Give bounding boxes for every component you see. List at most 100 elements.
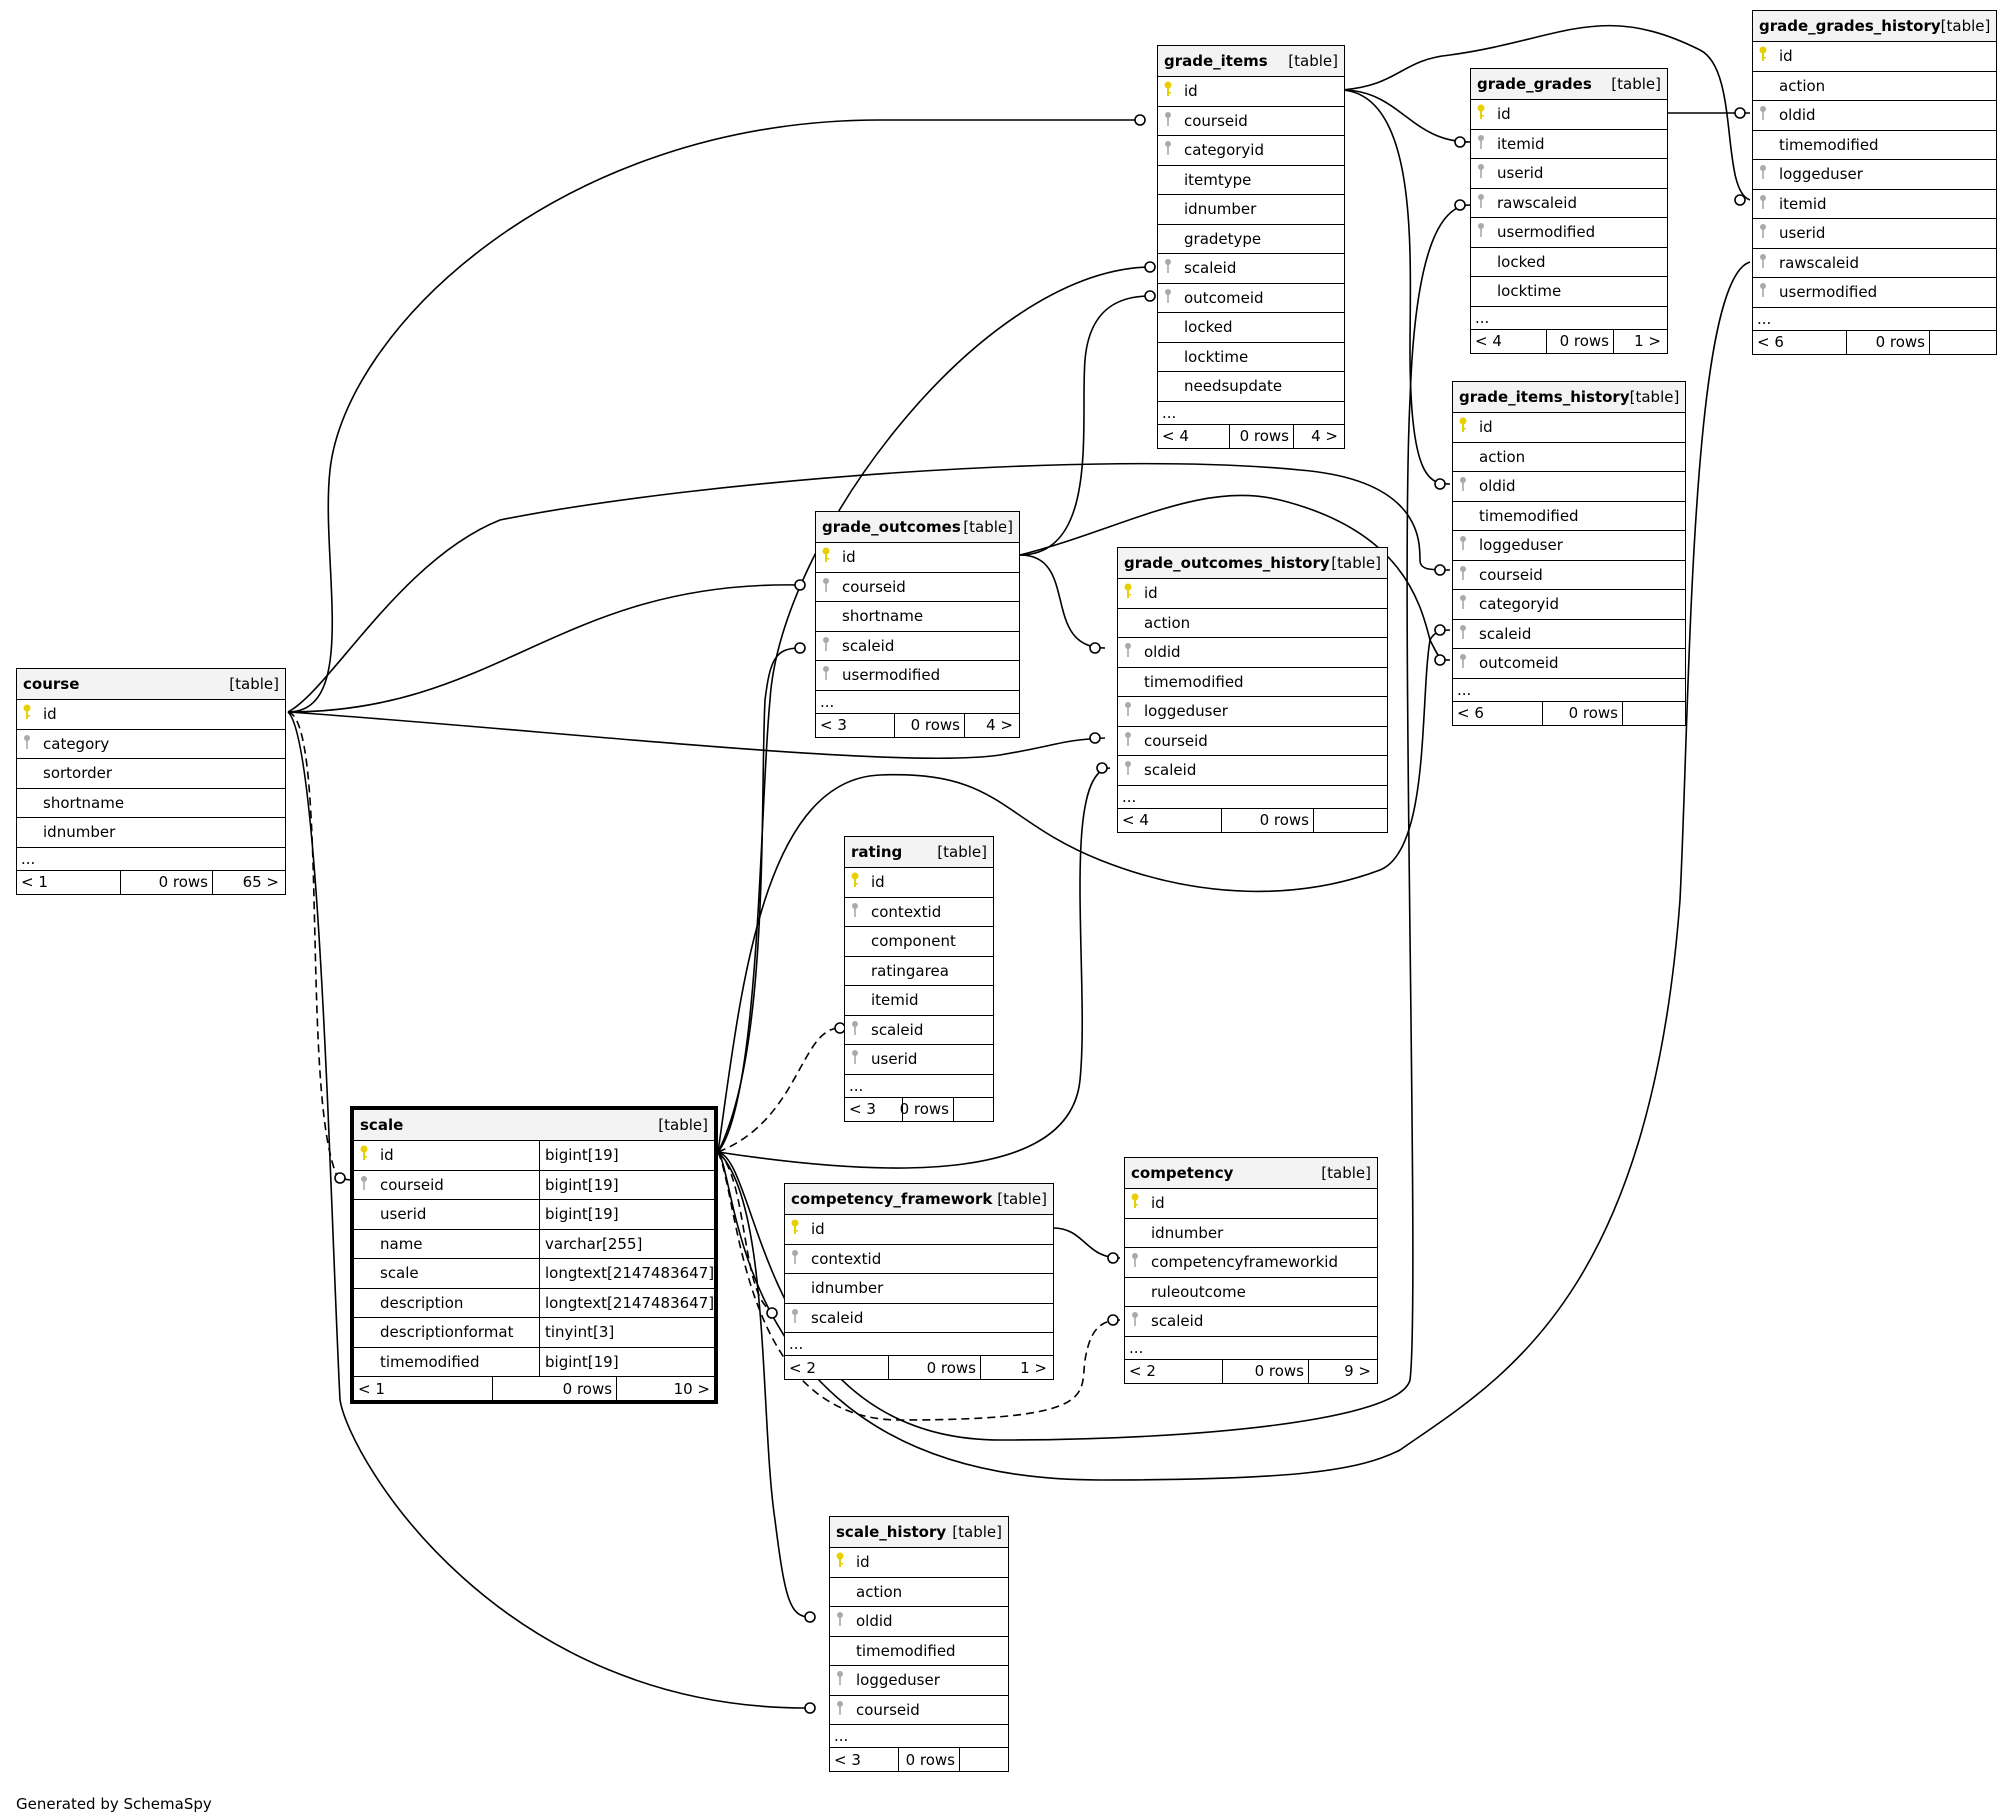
table-header[interactable]: grade_grades_history[table] [1753, 11, 1996, 42]
table-header[interactable]: grade_outcomes[table] [816, 512, 1019, 543]
column-row[interactable]: itemid [1753, 190, 1996, 219]
column-row[interactable]: usermodified [1471, 218, 1667, 248]
column-row[interactable]: usermodified [816, 661, 1019, 691]
column-row[interactable]: ratingarea [845, 957, 993, 986]
footer-children-count[interactable] [1622, 701, 1683, 725]
column-row[interactable]: loggeduser [830, 1666, 1008, 1696]
table-name[interactable]: grade_grades [1477, 75, 1592, 93]
table-name[interactable]: scale_history [836, 1523, 947, 1541]
column-row[interactable]: id [1453, 413, 1685, 443]
more-columns-ellipsis[interactable]: ... [1158, 402, 1344, 425]
footer-parents-count[interactable]: < 3 [834, 1750, 861, 1769]
table-name[interactable]: grade_outcomes_history [1124, 554, 1330, 572]
table-header[interactable]: competency[table] [1125, 1158, 1377, 1189]
more-columns-ellipsis[interactable]: ... [785, 1333, 1053, 1356]
column-row[interactable]: locked [1158, 313, 1344, 343]
column-row[interactable]: loggeduser [1118, 697, 1387, 727]
column-row[interactable]: competencyframeworkid [1125, 1248, 1377, 1278]
column-row[interactable]: idnumber [1158, 195, 1344, 225]
column-row[interactable]: scaleid [1125, 1307, 1377, 1337]
column-row[interactable]: itemid [1471, 130, 1667, 159]
more-columns-ellipsis[interactable]: ... [816, 691, 1019, 714]
column-row[interactable]: categoryid [1453, 590, 1685, 620]
column-row[interactable]: idnumber [17, 818, 285, 848]
column-row[interactable]: id [1471, 100, 1667, 130]
footer-children-count[interactable] [1313, 808, 1385, 832]
column-row[interactable]: timemodified [1753, 131, 1996, 160]
column-row[interactable]: idnumber [785, 1274, 1053, 1304]
column-row[interactable]: id [1118, 579, 1387, 609]
footer-children-count[interactable]: 1 > [1613, 329, 1665, 353]
column-row[interactable]: oldid [830, 1607, 1008, 1637]
column-row[interactable]: id [17, 700, 285, 730]
column-row[interactable]: id [1125, 1189, 1377, 1219]
more-columns-ellipsis[interactable]: ... [1471, 307, 1667, 330]
footer-parents-count[interactable]: < 1 [21, 873, 48, 891]
column-row[interactable]: id [816, 543, 1019, 573]
column-row[interactable]: scaleid [1118, 756, 1387, 786]
column-row[interactable]: scaleid [1158, 254, 1344, 284]
column-row[interactable]: action [1753, 72, 1996, 101]
column-row[interactable]: needsupdate [1158, 372, 1344, 402]
column-row[interactable]: sortorder [17, 759, 285, 789]
column-row[interactable]: loggeduser [1453, 531, 1685, 561]
column-row[interactable]: courseid [1118, 727, 1387, 756]
table-header[interactable]: scale_history[table] [830, 1517, 1008, 1548]
footer-children-count[interactable]: 9 > [1308, 1359, 1375, 1383]
more-columns-ellipsis[interactable]: ... [1125, 1337, 1377, 1360]
column-row[interactable]: userid [1753, 219, 1996, 249]
column-row[interactable]: rawscaleid [1471, 189, 1667, 218]
column-row[interactable]: id [1158, 77, 1344, 107]
more-columns-ellipsis[interactable]: ... [17, 848, 285, 871]
column-row[interactable]: courseid [830, 1696, 1008, 1725]
more-columns-ellipsis[interactable]: ... [830, 1725, 1008, 1748]
footer-parents-count[interactable]: < 2 [1129, 1362, 1156, 1380]
column-row[interactable]: oldid [1118, 638, 1387, 668]
table-name[interactable]: scale [360, 1116, 404, 1134]
footer-children-count[interactable]: 4 > [964, 713, 1017, 737]
column-row[interactable]: id [830, 1548, 1008, 1578]
column-row[interactable]: courseid [1158, 107, 1344, 136]
column-row[interactable]: scaleid [785, 1304, 1053, 1333]
table-header[interactable]: rating[table] [845, 837, 993, 868]
column-row[interactable]: scaleid [845, 1016, 993, 1045]
column-row[interactable]: action [830, 1578, 1008, 1607]
table-header[interactable]: grade_items[table] [1158, 46, 1344, 77]
column-row[interactable]: outcomeid [1158, 284, 1344, 313]
footer-children-count[interactable]: 65 > [212, 870, 283, 894]
column-row[interactable]: userid [1471, 159, 1667, 189]
column-row[interactable]: timemodified [1453, 502, 1685, 531]
column-row[interactable]: oldid [1753, 101, 1996, 131]
footer-parents-count[interactable]: < 2 [789, 1358, 816, 1377]
table-header[interactable]: competency_framework[table] [785, 1184, 1053, 1215]
footer-parents-count[interactable]: < 4 [1162, 427, 1189, 445]
table-name[interactable]: competency [1131, 1164, 1234, 1182]
column-row[interactable]: action [1118, 609, 1387, 638]
column-row[interactable]: component [845, 927, 993, 957]
more-columns-ellipsis[interactable]: ... [1453, 679, 1685, 702]
column-row[interactable]: locked [1471, 248, 1667, 277]
column-row[interactable]: outcomeid [1453, 649, 1685, 679]
column-row[interactable]: scaleid [1453, 620, 1685, 649]
footer-children-count[interactable]: 1 > [980, 1356, 1051, 1379]
column-row[interactable]: rawscaleid [1753, 249, 1996, 278]
column-row[interactable]: shortname [816, 602, 1019, 632]
column-row[interactable]: contextid [785, 1245, 1053, 1274]
footer-children-count[interactable]: 4 > [1293, 424, 1342, 448]
footer-children-count[interactable] [953, 1097, 991, 1121]
table-name[interactable]: grade_outcomes [822, 518, 961, 536]
footer-parents-count[interactable]: < 4 [1475, 332, 1502, 350]
column-row[interactable]: loggeduser [1753, 160, 1996, 190]
column-row[interactable]: category [17, 730, 285, 759]
